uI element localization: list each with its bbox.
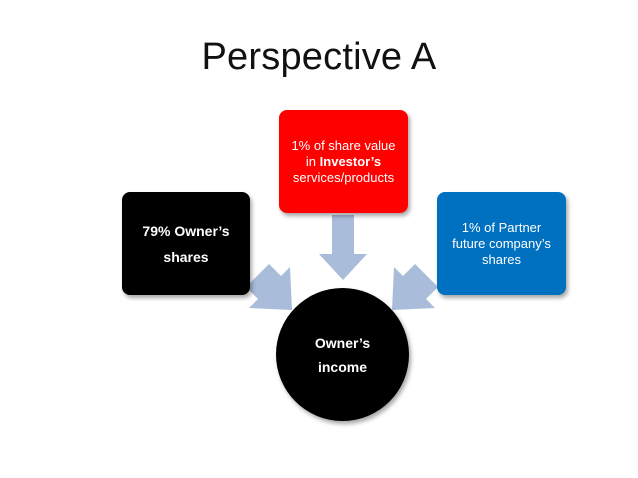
partner-share-line-2: future company’s [452,235,551,251]
investor-name: Investor’s [319,153,382,169]
owner-income-line-1: Owner’s [314,334,371,351]
owner-shares-box: 79% Owner’s shares [122,192,250,295]
owner-income-circle: Owner’s income [276,288,409,421]
arrow-down-right-icon [246,264,292,310]
arrow-down-icon [319,215,367,280]
owner-income-line-2: income [317,358,367,375]
investor-share-line-2: in Investor’s [306,154,381,170]
partner-share-line-3: shares [481,251,522,267]
partner-share-box: 1% of Partner future company’s shares [437,192,566,295]
partner-share-line-1: 1% of Partner [461,219,542,235]
investor-share-box: 1% of share value in Investor’s services… [279,110,408,213]
investor-share-line-1: 1% of share value [291,137,396,153]
owner-shares-line-1: 79% Owner’s [142,222,230,239]
owner-shares-line-2: shares [163,248,209,265]
slide-title: Perspective A [201,36,437,78]
investor-share-line-3: services/products [292,169,395,185]
arrow-down-left-icon [392,264,438,310]
investor-share-line-2-prefix: in [305,153,320,169]
